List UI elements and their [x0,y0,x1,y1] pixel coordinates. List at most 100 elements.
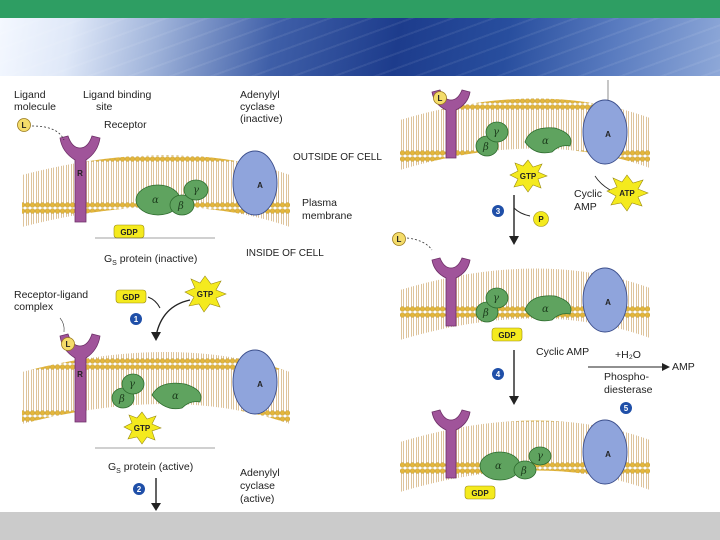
cyclase-inactive-label-3: (inactive) [240,113,283,125]
receptor-ligand-complex-label-2: complex [14,301,54,313]
receptor-stage-4 [431,257,471,327]
cyclase-active-label-1: Adenylyl [240,467,280,479]
svg-text:GDP: GDP [122,293,140,302]
gdp-badge-stage-4: GDP [491,327,523,342]
cyclase-inactive-label-1: Adenylyl [240,89,280,101]
svg-text:1: 1 [134,315,139,324]
step-2-badge: 2 [133,483,145,495]
svg-text:β: β [482,308,489,319]
svg-text:5: 5 [624,404,629,413]
g-protein-stage-1: α β γ [135,179,209,216]
cyclase-active-label-3: (active) [240,493,274,505]
cyclic-amp-side-label-1: Cyclic [574,188,602,200]
svg-text:R: R [77,370,83,379]
outside-of-cell-label: OUTSIDE OF CELL [293,152,382,163]
gdp-badge-stage-5: GDP [464,485,496,500]
gs-active-label: GS protein (active) [108,461,193,475]
svg-text:L: L [397,235,402,244]
svg-text:β: β [118,394,125,405]
svg-text:β: β [482,142,489,153]
gamma-label: γ [193,185,199,196]
gtp-burst-3: GTP [509,159,548,193]
gdp-released-badge: GDP [115,289,147,304]
gtp-burst-1: GTP [184,275,227,313]
gs-inactive-label: GS protein (inactive) [104,253,197,267]
receptor-stage-1: R [59,135,101,223]
gtp-burst-2: GTP [123,411,162,445]
svg-text:GDP: GDP [120,228,138,237]
receptor-stage-2: L R [59,333,101,423]
cyclic-amp-label: Cyclic AMP [536,346,589,358]
step-4-badge: 4 [492,368,504,380]
phosphate-badge: P [533,211,549,227]
svg-text:L: L [438,94,443,103]
phosphodiesterase-label-2: diesterase [604,384,653,396]
svg-text:2: 2 [137,485,142,494]
svg-text:GTP: GTP [520,172,537,181]
receptor-stage-3: L [431,89,471,159]
step-5-badge: 5 [620,402,632,414]
step-3-badge: 3 [492,205,504,217]
svg-text:A: A [605,298,611,307]
svg-text:γ: γ [129,379,135,390]
inside-of-cell-label: INSIDE OF CELL [246,248,324,259]
svg-text:GDP: GDP [498,331,516,340]
g-protein-stage-5: α β γ [479,446,552,481]
atp-burst: ATP [606,174,649,212]
cyclase-a-label: A [257,181,263,190]
adenylyl-cyclase-stage-4: A [582,267,628,333]
beta-label: β [177,201,184,212]
title-banner [0,18,720,76]
ligand-released: L [392,232,433,251]
svg-text:γ: γ [493,127,499,138]
svg-text:A: A [605,130,611,139]
svg-text:A: A [257,380,263,389]
ligand-stage-1: L [17,118,65,141]
svg-text:γ: γ [493,293,499,304]
alpha-label: α [152,195,159,206]
receptor-r-label: R [77,169,83,178]
adenylyl-cyclase-stage-1: A [232,150,278,216]
g-protein-stage-3: β γ α [475,121,572,157]
membrane-stage-2 [22,352,290,424]
svg-text:3: 3 [496,207,501,216]
svg-text:L: L [66,340,71,349]
cyclase-active-label-2: cyclase [240,480,275,492]
svg-text:ATP: ATP [619,189,635,198]
svg-text:GTP: GTP [134,424,151,433]
svg-text:P: P [538,215,544,224]
cyclase-inactive-label-2: cyclase [240,101,275,113]
svg-text:α: α [495,461,502,472]
g-protein-stage-4: β γ α [475,287,572,323]
svg-text:α: α [542,304,549,315]
adenylyl-cyclase-stage-5: A [582,419,628,485]
g-protein-signaling-diagram: R L α β γ GDP A Ligand molecule Ligand b… [14,80,695,511]
adenylyl-cyclase-stage-3: A [582,99,628,165]
gdp-badge-stage-1: GDP [113,224,145,239]
cyclic-amp-side-label-2: AMP [574,201,597,213]
receptor-label: Receptor [104,119,147,131]
svg-text:GDP: GDP [471,489,489,498]
step-1-badge: 1 [130,313,142,325]
svg-text:α: α [172,391,179,402]
receptor-stage-5 [431,409,471,479]
footer-bar [0,512,720,540]
adenylyl-cyclase-stage-2: A [232,349,278,415]
binding-site-label-2: site [96,101,113,113]
svg-text:A: A [605,450,611,459]
h2o-label: +H₂O [615,349,641,361]
ligand-molecule-label-2: molecule [14,101,56,113]
svg-text:γ: γ [537,451,543,462]
svg-text:GTP: GTP [197,290,214,299]
svg-text:β: β [520,466,527,477]
plasma-membrane-label-1: Plasma [302,197,337,209]
plasma-membrane-label-2: membrane [302,210,352,222]
receptor-ligand-complex-label-1: Receptor-ligand [14,289,88,301]
svg-text:α: α [542,136,549,147]
svg-text:4: 4 [496,370,501,379]
header-strip [0,0,720,18]
g-protein-stage-2: β γ α [111,373,202,410]
ligand-l-label: L [22,121,27,130]
ligand-molecule-label-1: Ligand [14,89,46,101]
amp-label: AMP [672,361,695,373]
